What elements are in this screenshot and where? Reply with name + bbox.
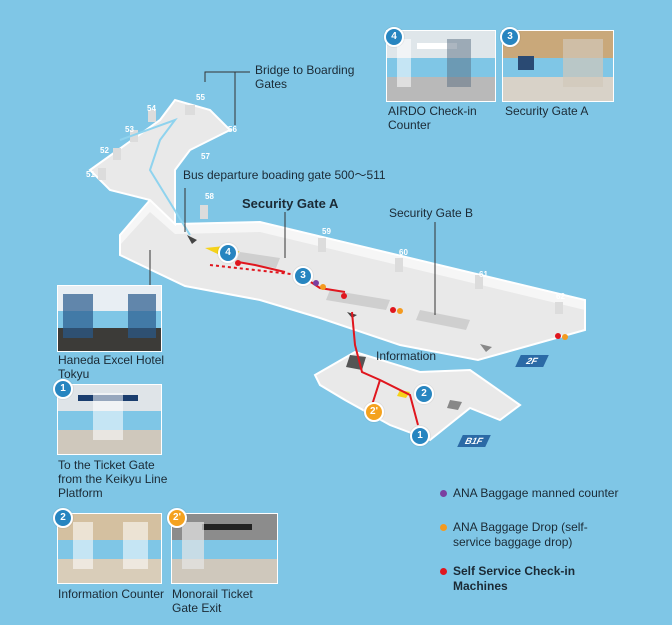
checkin-dot bbox=[390, 307, 396, 313]
photo-info-counter bbox=[57, 513, 162, 584]
gate-number: 54 bbox=[147, 104, 156, 113]
photo-hotel-caption: Haneda Excel Hotel Tokyu bbox=[58, 353, 165, 381]
baggage-drop-dot bbox=[562, 334, 568, 340]
map-dots bbox=[235, 260, 568, 340]
baggage-drop-dot bbox=[397, 308, 403, 314]
legend-dot-checkin bbox=[440, 568, 447, 575]
marker-4: 4 bbox=[218, 243, 238, 263]
legend-dot-ana-drop bbox=[440, 524, 447, 531]
marker-3: 3 bbox=[293, 266, 313, 286]
checkin-dot bbox=[235, 260, 241, 266]
gate-number: 53 bbox=[125, 125, 134, 134]
floor-tag-2f: 2F bbox=[515, 355, 549, 367]
gate-number: 51 bbox=[86, 170, 95, 179]
photo-security-a-caption: Security Gate A bbox=[505, 104, 589, 118]
leader-lines bbox=[149, 71, 436, 315]
gate-number: 52 bbox=[100, 146, 109, 155]
gate-number: 55 bbox=[196, 93, 205, 102]
baggage-drop-dot bbox=[320, 284, 326, 290]
gate-number: 60 bbox=[399, 248, 408, 257]
legend-ana-drop: ANA Baggage Drop (self-service baggage d… bbox=[453, 520, 588, 549]
photo-airdo-badge: 4 bbox=[384, 27, 404, 47]
photo-monorail-caption: Monorail Ticket Gate Exit bbox=[172, 587, 253, 615]
photo-ticket-gate-caption: To the Ticket Gate from the Keikyu Line … bbox=[58, 458, 168, 500]
photo-hotel bbox=[57, 285, 162, 352]
security-a-label: Security Gate A bbox=[242, 196, 339, 211]
floor-2f bbox=[88, 98, 586, 362]
photo-security-a-badge: 3 bbox=[500, 27, 520, 47]
gate-number: 62 bbox=[556, 292, 565, 301]
gate-number: 59 bbox=[322, 227, 331, 236]
security-b-label: Security Gate B bbox=[389, 206, 474, 220]
photo-ticket-gate bbox=[57, 384, 162, 455]
bridge-label: Bridge to Boarding Gates bbox=[255, 63, 355, 91]
gate-number: 58 bbox=[205, 192, 214, 201]
photo-monorail-badge: 2' bbox=[167, 508, 187, 528]
checkin-dot bbox=[341, 293, 347, 299]
photo-airdo-caption: AIRDO Check-in Counter bbox=[388, 104, 477, 132]
gate-number: 57 bbox=[201, 152, 210, 161]
photo-ticket-gate-badge: 1 bbox=[53, 379, 73, 399]
bus-gate-label: Bus departure boading gate 500〜511 bbox=[183, 168, 386, 182]
photo-info-counter-caption: Information Counter bbox=[58, 587, 165, 601]
marker-2-prime: 2' bbox=[364, 402, 384, 422]
information-label: Information bbox=[376, 349, 437, 363]
baggage-manned-dot bbox=[313, 280, 319, 286]
gate-number: 56 bbox=[228, 125, 237, 134]
photo-info-counter-badge: 2 bbox=[53, 508, 73, 528]
photo-security-a bbox=[502, 30, 614, 102]
gate-number: 61 bbox=[479, 270, 488, 279]
marker-2: 2 bbox=[414, 384, 434, 404]
legend-checkin: Self Service Check-in Machines bbox=[453, 564, 576, 593]
marker-1: 1 bbox=[410, 426, 430, 446]
checkin-dot bbox=[555, 333, 561, 339]
photo-airdo-counter bbox=[386, 30, 496, 102]
floor-tag-b1f: B1F bbox=[457, 435, 491, 447]
legend-dot-ana-manned bbox=[440, 490, 447, 497]
legend-ana-manned: ANA Baggage manned counter bbox=[453, 486, 619, 500]
photo-monorail bbox=[171, 513, 278, 584]
